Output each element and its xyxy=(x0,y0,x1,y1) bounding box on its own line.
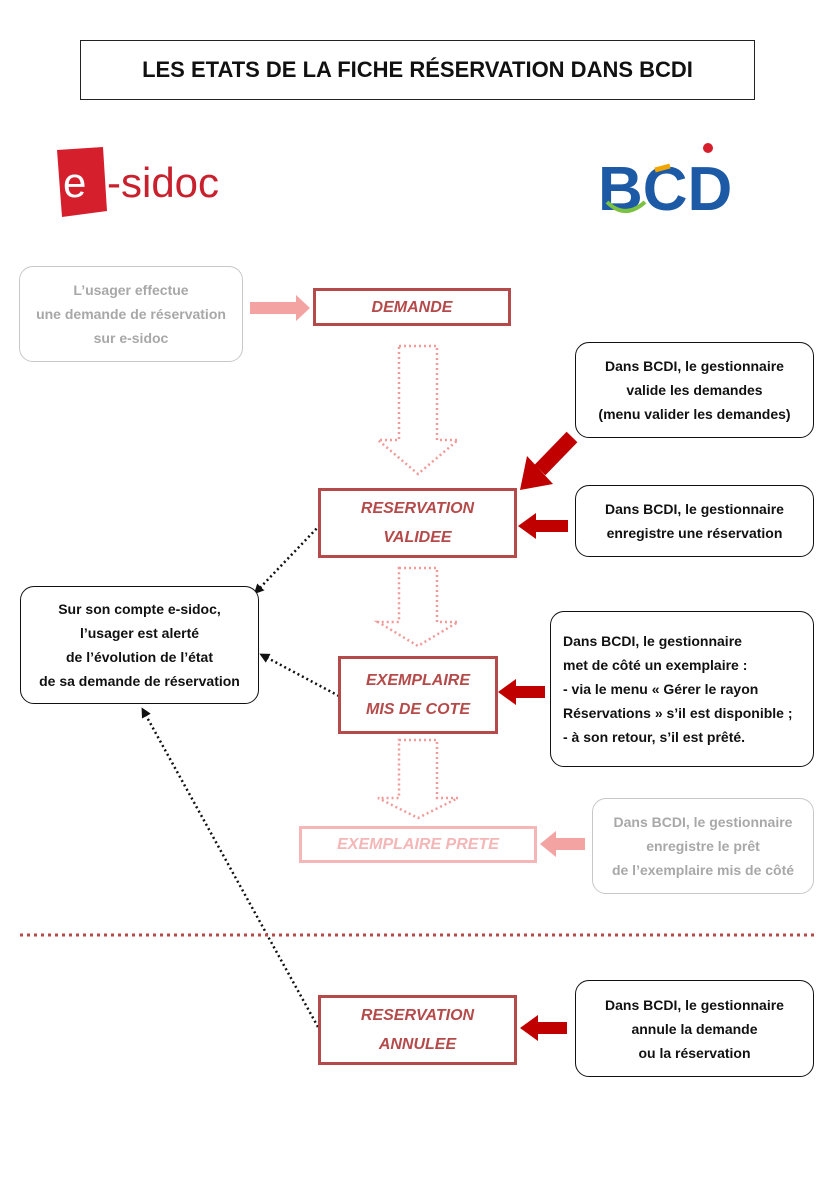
note-usager-demande: L’usager effectue une demande de réserva… xyxy=(19,266,243,362)
note-enregistre-pret: Dans BCDI, le gestionnaire enregistre le… xyxy=(592,798,814,894)
note-met-de-cote-line-2: met de côté un exemplaire : xyxy=(563,657,748,673)
note-met-de-cote-line-3: - via le menu « Gérer le rayon xyxy=(563,681,759,697)
arrow-enregistre-reservation xyxy=(518,513,568,539)
arrow-met-de-cote xyxy=(498,679,545,705)
note-alerte-usager: Sur son compte e-sidoc, l’usager est ale… xyxy=(20,586,259,704)
state-prete-label: EXEMPLAIRE PRETE xyxy=(337,836,499,853)
note-met-de-cote-line-5: - à son retour, s’il est prêté. xyxy=(563,729,746,745)
arrow-usager-to-demande xyxy=(250,295,310,321)
esidoc-logo: e -sidoc xyxy=(55,145,265,220)
state-validee-line-2: VALIDEE xyxy=(383,529,452,546)
note-annule-line-2: annule la demande xyxy=(631,1020,758,1037)
note-alerte-line-3: de l’évolution de l’état xyxy=(65,649,213,665)
arrow-enregistre-pret xyxy=(540,831,585,857)
arrow-down-1 xyxy=(374,344,462,476)
note-valide-line-1: Dans BCDI, le gestionnaire xyxy=(605,358,784,374)
note-alerte-line-1: Sur son compte e-sidoc, xyxy=(58,601,221,617)
connector-validee-to-alerte xyxy=(253,524,321,595)
bcdi-logo: BCDI xyxy=(595,140,750,224)
note-valide-line-3: (menu valider les demandes) xyxy=(598,406,791,422)
note-pret-line-3: de l’exemplaire mis de côté xyxy=(611,862,795,878)
state-exemplaire-prete: EXEMPLAIRE PRETE xyxy=(299,826,537,863)
note-enregistre-reservation: Dans BCDI, le gestionnaire enregistre un… xyxy=(575,485,814,557)
note-valide-demandes: Dans BCDI, le gestionnaire valide les de… xyxy=(575,342,814,438)
note-met-de-cote-line-1: Dans BCDI, le gestionnaire xyxy=(563,633,742,649)
note-annule: Dans BCDI, le gestionnaire annule la dem… xyxy=(575,980,814,1077)
state-reservation-validee: RESERVATION VALIDEE xyxy=(318,488,517,558)
state-exemplaire-mis-de-cote: EXEMPLAIRE MIS DE COTE xyxy=(338,656,498,734)
note-alerte-line-4: de sa demande de réservation xyxy=(39,673,240,689)
note-met-de-cote-line-4: Réservations » s’il est disponible ; xyxy=(563,705,793,721)
note-valide-line-2: valide les demandes xyxy=(626,382,763,398)
state-mis-de-cote-line-1: EXEMPLAIRE xyxy=(365,672,470,689)
note-annule-line-1: Dans BCDI, le gestionnaire xyxy=(605,996,784,1013)
esidoc-logo-text: -sidoc xyxy=(107,159,219,206)
arrow-annule xyxy=(520,1015,567,1041)
state-mis-de-cote-line-2: MIS DE COTE xyxy=(365,701,470,718)
note-enregistre-reservation-line-1: Dans BCDI, le gestionnaire xyxy=(605,501,784,517)
note-met-de-cote: Dans BCDI, le gestionnaire met de côté u… xyxy=(550,611,814,767)
esidoc-logo-e: e xyxy=(63,159,86,206)
connector-annulee-to-alerte xyxy=(141,707,320,1028)
note-annule-line-3: ou la réservation xyxy=(638,1044,751,1061)
note-enregistre-reservation-line-2: enregistre une réservation xyxy=(606,525,783,541)
note-usager-line-2: une demande de réservation xyxy=(36,306,226,322)
note-pret-line-2: enregistre le prêt xyxy=(646,838,760,854)
page-title: LES ETATS DE LA FICHE RÉSERVATION DANS B… xyxy=(80,40,755,100)
state-demande: DEMANDE xyxy=(313,288,511,326)
state-annulee-line-2: ANNULEE xyxy=(378,1036,457,1053)
state-validee-line-1: RESERVATION xyxy=(360,500,475,517)
state-annulee-line-1: RESERVATION xyxy=(360,1007,475,1024)
arrow-down-2 xyxy=(373,566,463,648)
state-reservation-annulee: RESERVATION ANNULEE xyxy=(318,995,517,1065)
note-usager-line-1: L’usager effectue xyxy=(73,282,189,298)
arrow-down-3 xyxy=(377,738,459,820)
note-alerte-line-2: l’usager est alerté xyxy=(79,625,200,641)
state-demande-label: DEMANDE xyxy=(371,298,453,316)
connector-mis-de-cote-to-alerte xyxy=(259,653,340,698)
arrow-valide-diagonal xyxy=(534,431,578,476)
note-usager-line-3: sur e-sidoc xyxy=(93,330,169,346)
note-pret-line-1: Dans BCDI, le gestionnaire xyxy=(613,814,793,830)
